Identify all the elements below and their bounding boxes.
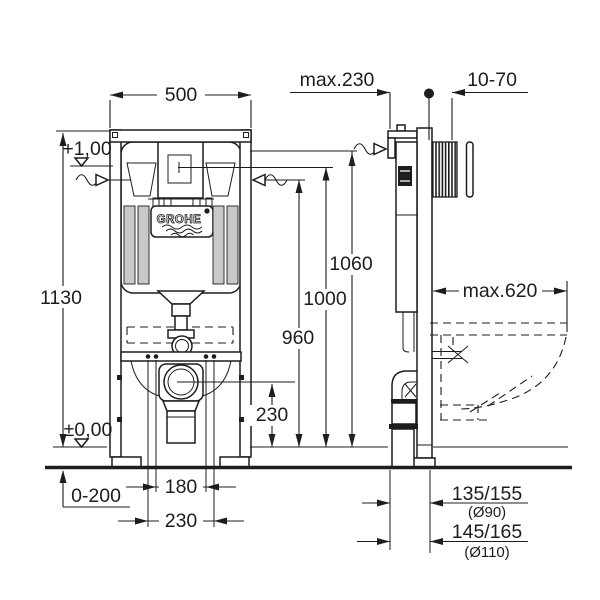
fixing-180-label: 180 (165, 476, 198, 498)
drain-pipe (166, 410, 196, 444)
foot-adjust-label: 0-200 (71, 485, 121, 507)
dim-drain-offsets: 135/155 (Ø90) 145/165 (Ø110) (357, 470, 528, 561)
top-corner-fixing-left (112, 132, 118, 138)
wall-plane-dot-icon (424, 88, 434, 99)
fixing-230-label: 230 (165, 510, 198, 532)
drain-elbow-side (389, 370, 418, 468)
toilet-bowl-outline (430, 322, 567, 421)
dim-actuator-depth: 10-70 (451, 69, 528, 140)
drain-elbow (158, 363, 204, 444)
dim-drain-90: 135/155 (Ø90) (362, 483, 528, 521)
flush-pipe (156, 290, 206, 357)
tank-side-slots (123, 205, 239, 285)
dim-height-960: 960 (276, 180, 320, 447)
floor-lines (45, 446, 572, 470)
rail-fixing-points (117, 375, 244, 422)
dim-height-1000: 1000 (302, 167, 349, 447)
support-arc-left (130, 360, 164, 398)
grohe-badge: GROHE (150, 205, 214, 238)
drain-90-label: 135/155 (452, 483, 523, 505)
side-frame-rail (416, 127, 433, 459)
dim-960-label: 960 (282, 327, 315, 349)
dim-outlet-height-230: 230 (249, 384, 295, 447)
dim-width-label: 500 (165, 84, 198, 106)
side-frame-foot (412, 457, 436, 468)
dim-1060-label: 1060 (329, 253, 373, 275)
front-view: GROHE (109, 129, 295, 468)
water-supply-arrow-left-icon (75, 173, 131, 187)
level-top-label: +1,00 (62, 138, 111, 160)
level-marker-icon (73, 157, 90, 168)
fixing-bolts (145, 354, 217, 359)
dim-foot-adjust: 0-200 (59, 470, 130, 508)
water-supply-arrow-right-icon (251, 173, 305, 187)
bowl-projection-label: max.620 (463, 280, 538, 302)
fill-valve (398, 166, 412, 186)
dim-fixing-230: 230 (118, 510, 244, 532)
dim-drain-110: 145/165 (Ø110) (357, 521, 528, 561)
actuator-window (167, 154, 192, 184)
flush-plate (465, 141, 474, 198)
water-wave-icon (161, 224, 203, 230)
wall-reference-dot (424, 88, 434, 140)
dim-bowl-projection: max.620 (433, 280, 568, 332)
frame-depth-label: max.230 (300, 69, 375, 91)
dim-frame-depth: max.230 (290, 69, 391, 129)
drain-pipe-side (391, 428, 415, 468)
support-arc-right (198, 360, 232, 398)
dim-fixing-180: 180 (126, 360, 236, 527)
registered-dot-icon (204, 208, 210, 214)
dim-1000-label: 1000 (303, 288, 347, 310)
bowl-outlet-spigot (432, 345, 469, 364)
frame-top-bar (109, 129, 252, 143)
flush-actuator-box (157, 141, 204, 199)
drain-90-note: (Ø90) (468, 504, 506, 521)
level-zero-label: ±0,00 (64, 419, 113, 441)
dim-height-1130: 1130 (38, 130, 110, 447)
dim-width-500: 500 (109, 82, 252, 128)
outlet-height-label: 230 (256, 404, 289, 426)
top-corner-fixing-right (243, 132, 249, 138)
tank-recess-right (205, 162, 236, 197)
dim-height-1060: 1060 (328, 151, 375, 447)
grohe-logo-text: GROHE (157, 214, 202, 226)
level-marker-icon (73, 438, 90, 449)
ref-line-1000 (178, 162, 333, 173)
drain-110-note: (Ø110) (464, 544, 510, 561)
tank-recess-left (126, 162, 157, 197)
frame-rail-left (109, 129, 122, 458)
actuator-housing-ribbed (431, 141, 458, 198)
support-crossbar (120, 351, 242, 362)
water-supply-arrow-side-icon (353, 142, 388, 156)
flush-pipe-side (402, 312, 415, 353)
drain-110-label: 145/165 (452, 521, 523, 543)
side-view (387, 124, 567, 468)
level-marker-zero: ±0,00 (64, 419, 113, 449)
frame-foot-left (111, 456, 142, 468)
frame-foot-right (219, 456, 250, 468)
level-marker-plus100: +1,00 (62, 138, 113, 168)
actuator-depth-label: 10-70 (467, 69, 517, 91)
dim-height-label: 1130 (40, 287, 82, 309)
